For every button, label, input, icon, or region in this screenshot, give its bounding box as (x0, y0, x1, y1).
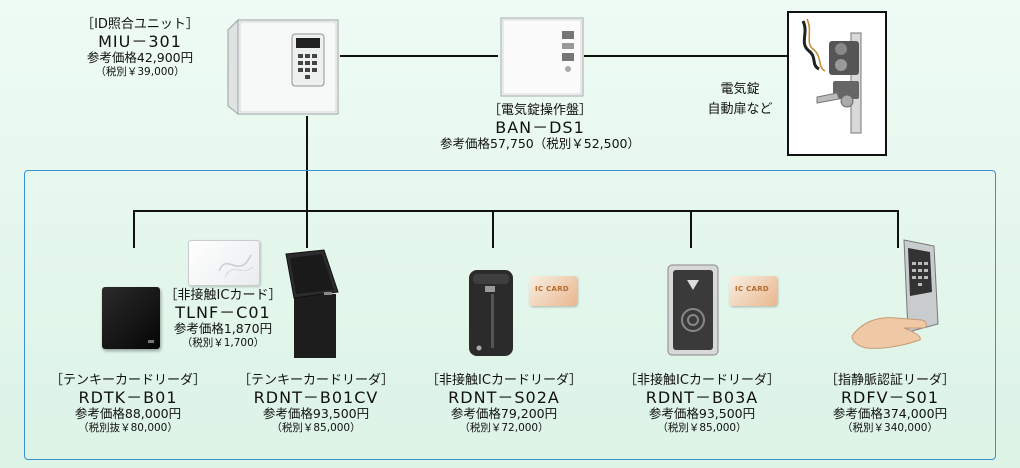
tlnf-c01-card-image (188, 240, 260, 286)
ban-device-image (500, 17, 584, 97)
ban-model: BAN－DS1 (495, 117, 585, 137)
ban-bracket: ［電気錠操作盤］ (487, 103, 592, 118)
reader-1-tax: （税別抜￥80,000） (78, 421, 178, 434)
reader-label-3: ［非接触ICカードリーダ］ RDNT－S02A 参考価格79,200円 （税別￥… (414, 373, 594, 434)
ic-card-b-text: IC CARD (735, 285, 770, 293)
tlnf-bracket: ［非接触ICカード］ (164, 288, 282, 303)
miu-model: MIU－301 (98, 31, 182, 51)
miu-label: ［ID照合ユニット］ MIU－301 参考価格42,900円 （税別￥39,00… (70, 17, 210, 78)
reader-2-bracket: ［テンキーカードリーダ］ (237, 373, 394, 388)
miu-price: 参考価格42,900円 (86, 50, 194, 66)
reader-2-model: RDNT－B01CV (253, 387, 379, 407)
ban-price: 参考価格57,750（税別￥52,500） (440, 136, 640, 152)
rdfv-s01-image (848, 236, 948, 364)
reader-label-1: ［テンキーカードリーダ］ RDTK－B01 参考価格88,000円 （税別抜￥8… (38, 373, 218, 434)
rdnt-b01cv-image (284, 248, 344, 360)
reader-4-bracket: ［非接触ICカードリーダ］ (624, 373, 780, 388)
miu-tax: （税別￥39,000） (95, 65, 185, 78)
connector-miu-down (306, 116, 308, 212)
reader-5-tax: （税別￥340,000） (842, 421, 938, 434)
reader-label-5: ［指静脈認証リーダ］ RDFV－S01 参考価格374,000円 （税別￥340… (800, 373, 980, 434)
connector-drop-4 (690, 210, 692, 248)
reader-1-model: RDTK－B01 (78, 387, 178, 407)
miu-device-image (226, 14, 342, 118)
tlnf-tax: （税別￥1,700） (181, 336, 265, 349)
rdtk-b01-image (102, 287, 160, 349)
lock-line1: 電気錠 (720, 82, 760, 97)
connector-miu-ban (340, 55, 498, 57)
electric-lock-image (801, 18, 862, 134)
reader-3-tax: （税別￥72,000） (459, 421, 549, 434)
connector-ban-lock (584, 55, 787, 57)
reader-5-model: RDFV－S01 (840, 387, 940, 407)
reader-4-price: 参考価格93,500円 (648, 406, 756, 422)
ic-card-b-image: IC CARD (729, 276, 777, 306)
reader-label-4: ［非接触ICカードリーダ］ RDNT－B03A 参考価格93,500円 （税別￥… (612, 373, 792, 434)
connector-drop-2 (306, 210, 308, 248)
reader-1-bracket: ［テンキーカードリーダ］ (49, 373, 206, 388)
tlnf-price: 参考価格1,870円 (173, 321, 273, 337)
reader-2-tax: （税別￥85,000） (271, 421, 361, 434)
tlnf-model: TLNF－C01 (175, 302, 271, 322)
reader-3-model: RDNT－S02A (448, 387, 560, 407)
reader-3-price: 参考価格79,200円 (450, 406, 558, 422)
connector-drop-3 (492, 210, 494, 248)
ic-card-a-image: IC CARD (529, 276, 577, 306)
reader-2-price: 参考価格93,500円 (262, 406, 370, 422)
tlnf-c01-label: ［非接触ICカード］ TLNF－C01 参考価格1,870円 （税別￥1,700… (158, 288, 288, 349)
ic-card-a-text: IC CARD (535, 285, 570, 293)
reader-5-bracket: ［指静脈認証リーダ］ (824, 373, 955, 388)
reader-4-tax: （税別￥85,000） (657, 421, 747, 434)
connector-bus (133, 210, 899, 212)
reader-5-price: 参考価格374,000円 (832, 406, 948, 422)
rdnt-b03a-image (667, 264, 719, 356)
connector-drop-1 (133, 210, 135, 248)
lock-label: 電気錠 自動扉など (700, 80, 780, 119)
reader-4-model: RDNT－B03A (645, 387, 759, 407)
reader-1-price: 参考価格88,000円 (74, 406, 182, 422)
electric-lock-frame (787, 11, 887, 156)
rdnt-s02a-image (467, 268, 517, 358)
reader-3-bracket: ［非接触ICカードリーダ］ (426, 373, 582, 388)
miu-bracket: ［ID照合ユニット］ (81, 17, 199, 32)
reader-group-frame (24, 170, 996, 460)
ban-label: ［電気錠操作盤］ BAN－DS1 参考価格57,750（税別￥52,500） (430, 103, 650, 152)
lock-line2: 自動扉など (707, 101, 773, 117)
reader-label-2: ［テンキーカードリーダ］ RDNT－B01CV 参考価格93,500円 （税別￥… (226, 373, 406, 434)
connector-drop-5 (897, 210, 899, 248)
